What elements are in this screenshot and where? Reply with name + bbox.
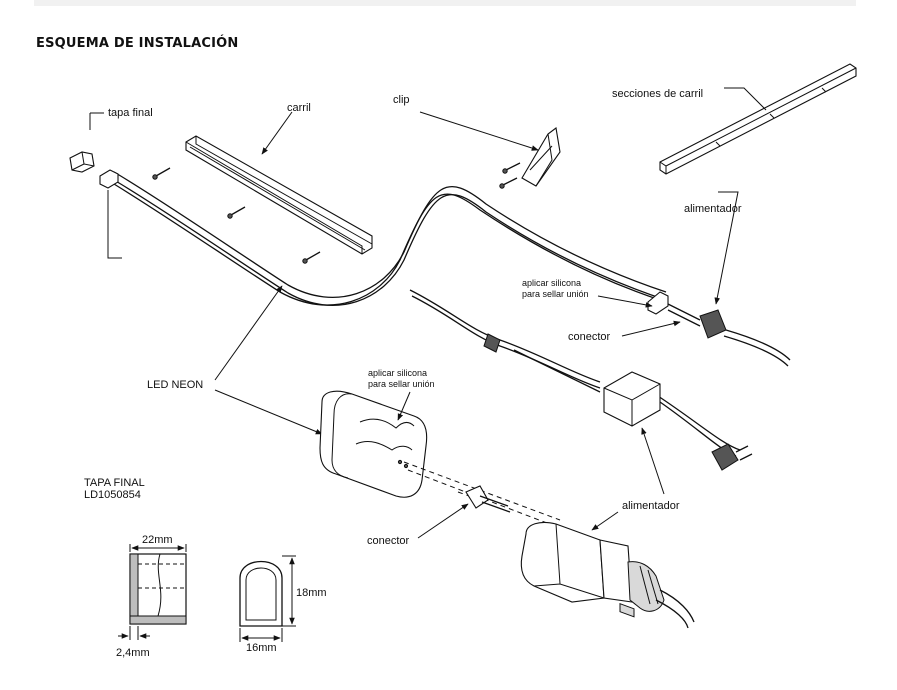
- connector-top: [667, 303, 791, 367]
- cap-profile-drawing: [239, 555, 296, 642]
- power-supply-box: [603, 371, 661, 618]
- zoomed-pin-connector: [465, 485, 511, 513]
- label-alimentador-mid: alimentador: [622, 500, 680, 512]
- screw-3: [302, 251, 321, 264]
- screw-1: [152, 167, 171, 180]
- label-tapa-final-title: TAPA FINAL: [84, 477, 145, 489]
- label-silicona-mid-1: aplicar silicona: [368, 368, 427, 378]
- alimentador-mid-arrow-up: [641, 427, 665, 495]
- clip-part: [521, 127, 561, 187]
- label-conector-mid: conector: [367, 535, 410, 547]
- page-title: ESQUEMA DE INSTALACIÓN: [36, 36, 239, 51]
- led-neon-arrow-1: [214, 285, 283, 381]
- led-neon-strip: [99, 169, 669, 315]
- conector-top-arrow: [621, 320, 681, 337]
- label-conector-top: conector: [568, 331, 611, 343]
- screw-4: [502, 162, 521, 174]
- plug-mid: [711, 443, 753, 471]
- label-led-neon: LED NEON: [147, 379, 203, 391]
- conector-mid-arrow: [417, 503, 469, 539]
- alimentador-mid-arrow-down: [591, 511, 619, 531]
- led-neon-arrow-2: [214, 389, 323, 435]
- rail-sections-part: [659, 63, 857, 175]
- dim-height: 18mm: [296, 587, 327, 599]
- screw-5: [499, 177, 518, 189]
- label-tapa-final: tapa final: [108, 107, 153, 119]
- screw-2: [227, 206, 246, 219]
- dim-wall: 2,4mm: [116, 647, 150, 659]
- label-clip: clip: [393, 94, 410, 106]
- label-tapa-final-code: LD1050854: [84, 489, 141, 501]
- bracket-line: [107, 190, 122, 259]
- label-secciones-carril: secciones de carril: [612, 88, 703, 100]
- label-carril: carril: [287, 102, 311, 114]
- clip-arrow: [419, 111, 539, 151]
- end-cap-part: [69, 151, 95, 173]
- top-divider: [34, 0, 856, 6]
- dim-width-profile: 16mm: [246, 642, 277, 654]
- cap-section-drawing: [118, 544, 187, 640]
- zoomed-strip-end: [319, 390, 428, 498]
- carril-arrow: [261, 111, 293, 155]
- label-silicona-top-2: para sellar unión: [522, 289, 589, 299]
- label-silicona-top-1: aplicar silicona: [522, 278, 581, 288]
- zoomed-plug-housing: [520, 521, 695, 629]
- secciones-leader: [724, 87, 767, 111]
- silicona-mid-arrow: [397, 391, 411, 421]
- alimentador-top-arrow: [714, 191, 739, 305]
- label-alimentador-top: alimentador: [684, 203, 742, 215]
- dim-width-cap: 22mm: [142, 534, 173, 546]
- rail-part: [185, 135, 373, 255]
- label-silicona-mid-2: para sellar unión: [368, 379, 435, 389]
- silicona-top-arrow: [597, 295, 653, 308]
- tapa-final-leader: [89, 112, 104, 130]
